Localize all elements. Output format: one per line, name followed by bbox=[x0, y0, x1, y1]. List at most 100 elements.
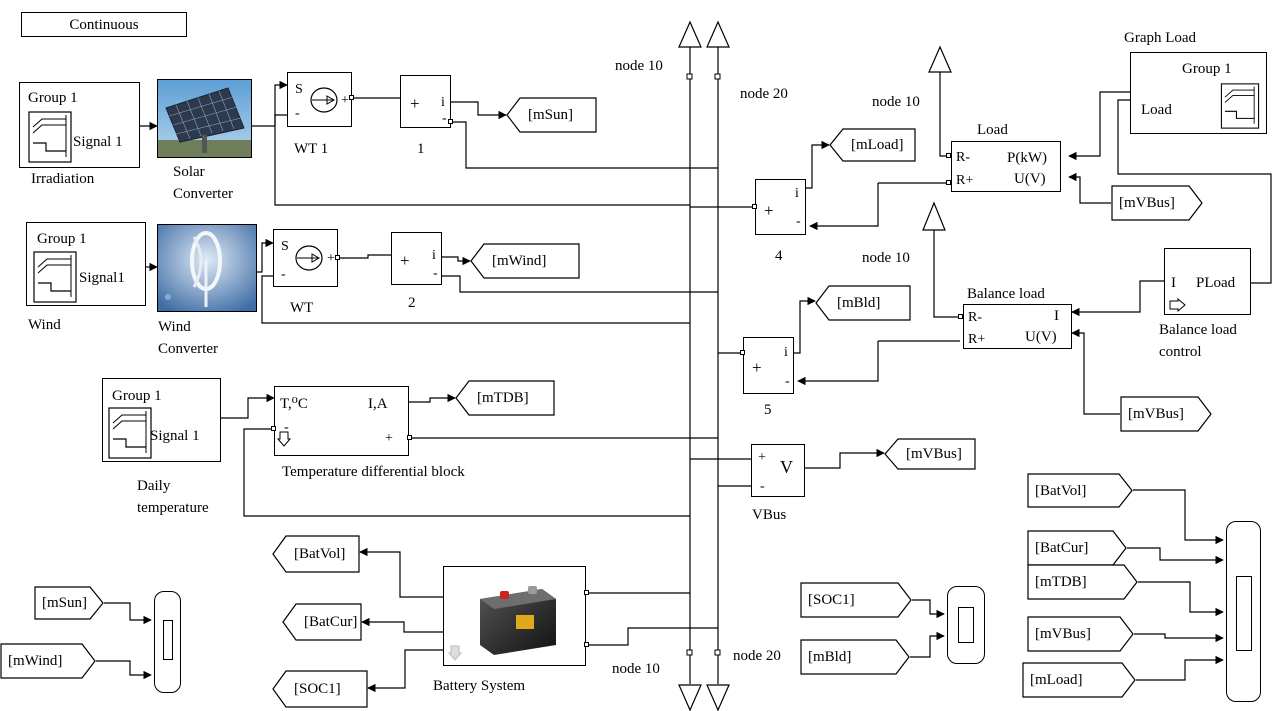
irradiation-group: Group 1 bbox=[28, 90, 78, 106]
from-msun[interactable]: [mSun] bbox=[34, 586, 104, 620]
wind-group: Group 1 bbox=[37, 231, 87, 247]
node20-label-top: node 20 bbox=[740, 86, 788, 102]
from-mvbus-load[interactable]: [mVBus] bbox=[1111, 185, 1203, 221]
current-source-icon bbox=[308, 85, 342, 115]
temp-block-caption: Temperature differential block bbox=[282, 464, 465, 480]
scope-screen bbox=[1236, 576, 1252, 651]
current-meter-4[interactable]: + i - bbox=[755, 179, 806, 235]
from-batvol[interactable]: [BatVol] bbox=[1027, 473, 1133, 508]
battery-system-block[interactable] bbox=[443, 566, 586, 666]
balance-load-control-block[interactable]: I PLoad bbox=[1164, 248, 1251, 315]
from-mvbus-scope[interactable]: [mVBus] bbox=[1027, 616, 1134, 652]
meter2-i-label: i bbox=[432, 248, 436, 264]
solar-converter-caption-1: Solar bbox=[173, 164, 205, 180]
vbus-minus-label: - bbox=[760, 479, 765, 495]
balance-r-minus-label: R- bbox=[968, 310, 982, 326]
load-node10-arrow bbox=[929, 47, 951, 72]
balance-control-i-label: I bbox=[1171, 275, 1176, 291]
temperature-signal-builder[interactable]: Group 1 Signal 1 bbox=[102, 378, 221, 462]
node20-top-arrow bbox=[707, 22, 729, 47]
node10-label-balance: node 10 bbox=[862, 250, 910, 266]
balance-control-caption-1: Balance load bbox=[1159, 322, 1237, 338]
from-mbld[interactable]: [mBld] bbox=[800, 639, 910, 675]
goto-mtdb-label: [mTDB] bbox=[477, 390, 529, 406]
meter5-plus-label: + bbox=[752, 360, 762, 376]
wind-signal: Signal1 bbox=[79, 270, 125, 286]
solar-panel-image[interactable] bbox=[157, 79, 252, 158]
goto-mvbus-label: [mVBus] bbox=[906, 446, 962, 462]
from-mtdb-label: [mTDB] bbox=[1035, 574, 1087, 590]
wt-plus-label: + bbox=[327, 251, 335, 267]
goto-mvbus[interactable]: [mVBus] bbox=[884, 438, 976, 470]
graph-load-signal-builder[interactable]: Group 1 Load bbox=[1130, 52, 1267, 134]
vbus-plus-label: + bbox=[758, 450, 766, 466]
from-mvbus-balance[interactable]: [mVBus] bbox=[1120, 396, 1212, 432]
wt-current-source[interactable]: S - + bbox=[273, 229, 338, 287]
goto-msun[interactable]: [mSun] bbox=[506, 97, 597, 133]
from-mtdb[interactable]: [mTDB] bbox=[1027, 564, 1138, 600]
from-soc1[interactable]: [SOC1] bbox=[800, 582, 912, 618]
goto-mtdb[interactable]: [mTDB] bbox=[455, 380, 555, 416]
wind-signal-builder[interactable]: Group 1 Signal1 bbox=[26, 222, 146, 306]
wind-turbine-icon bbox=[158, 225, 256, 311]
load-title: Load bbox=[977, 122, 1008, 138]
load-block[interactable]: R- R+ P(kW) U(V) bbox=[951, 141, 1061, 192]
battery-icon bbox=[472, 573, 562, 659]
wind-turbine-image[interactable] bbox=[157, 224, 257, 312]
goto-soc1-label: [SOC1] bbox=[294, 681, 341, 697]
powergui-block[interactable]: Continuous bbox=[21, 12, 187, 37]
vbus-voltage-meter[interactable]: + - V bbox=[751, 444, 805, 497]
meter4-minus-label: - bbox=[796, 214, 801, 230]
current-meter-1[interactable]: + i - bbox=[400, 75, 451, 128]
node10-label-load: node 10 bbox=[872, 94, 920, 110]
goto-mload-label: [mLoad] bbox=[851, 137, 903, 153]
meter1-minus-port bbox=[448, 119, 453, 124]
goto-msun-label: [mSun] bbox=[528, 107, 573, 123]
powergui-label: Continuous bbox=[22, 17, 186, 33]
meter4-plus-label: + bbox=[764, 203, 774, 219]
battery-caption: Battery System bbox=[433, 678, 525, 694]
signal-builder-icon bbox=[28, 111, 72, 163]
battery-plus-port bbox=[584, 590, 589, 595]
meter4-caption: 4 bbox=[775, 248, 783, 264]
goto-mload[interactable]: [mLoad] bbox=[829, 128, 916, 162]
load-r-minus-port bbox=[946, 153, 951, 158]
from-mwind[interactable]: [mWind] bbox=[0, 643, 96, 679]
scope-battery-bus[interactable] bbox=[1226, 521, 1261, 702]
scope-soc-bld[interactable] bbox=[947, 586, 985, 664]
current-source-icon bbox=[293, 243, 327, 273]
wt1-current-source[interactable]: S - + bbox=[287, 72, 352, 127]
balance-control-caption-2: control bbox=[1159, 344, 1202, 360]
meter2-minus-label: - bbox=[433, 266, 438, 282]
goto-mwind[interactable]: [mWind] bbox=[470, 243, 580, 279]
current-meter-5[interactable]: + i - bbox=[743, 337, 794, 394]
wt-s-port-label: S bbox=[281, 239, 289, 255]
from-batcur[interactable]: [BatCur] bbox=[1027, 530, 1127, 566]
irradiation-signal-builder[interactable]: Group 1 Signal 1 bbox=[19, 82, 140, 168]
wind-caption: Wind bbox=[28, 317, 61, 333]
temperature-differential-block[interactable]: T,⁰C I,A - + bbox=[274, 386, 409, 456]
node20-bottom-arrow bbox=[707, 685, 729, 710]
temp-block-plus-label: + bbox=[385, 431, 393, 447]
wt1-caption: WT 1 bbox=[294, 141, 328, 157]
wind-converter-caption-2: Converter bbox=[158, 341, 218, 357]
current-meter-2[interactable]: + i - bbox=[391, 232, 442, 285]
from-mload[interactable]: [mLoad] bbox=[1022, 662, 1136, 698]
from-msun-label: [mSun] bbox=[42, 595, 87, 611]
wt1-plus-label: + bbox=[341, 93, 349, 109]
wt1-minus-label: - bbox=[295, 106, 300, 122]
from-batcur-label: [BatCur] bbox=[1035, 540, 1088, 556]
goto-batcur[interactable]: [BatCur] bbox=[282, 603, 362, 641]
from-batvol-label: [BatVol] bbox=[1035, 483, 1086, 499]
meter1-caption: 1 bbox=[417, 141, 425, 157]
meter1-i-label: i bbox=[441, 95, 445, 111]
wt1-s-port-label: S bbox=[295, 82, 303, 98]
goto-mbld[interactable]: [mBld] bbox=[815, 285, 911, 321]
meter1-minus-label: - bbox=[442, 111, 447, 127]
scope-sun-wind[interactable] bbox=[154, 591, 181, 693]
goto-batvol[interactable]: [BatVol] bbox=[272, 535, 360, 573]
load-r-plus-label: R+ bbox=[956, 173, 973, 189]
goto-soc1[interactable]: [SOC1] bbox=[272, 670, 368, 708]
balance-load-block[interactable]: R- R+ I U(V) bbox=[963, 304, 1072, 349]
graph-load-group: Group 1 bbox=[1182, 61, 1232, 77]
